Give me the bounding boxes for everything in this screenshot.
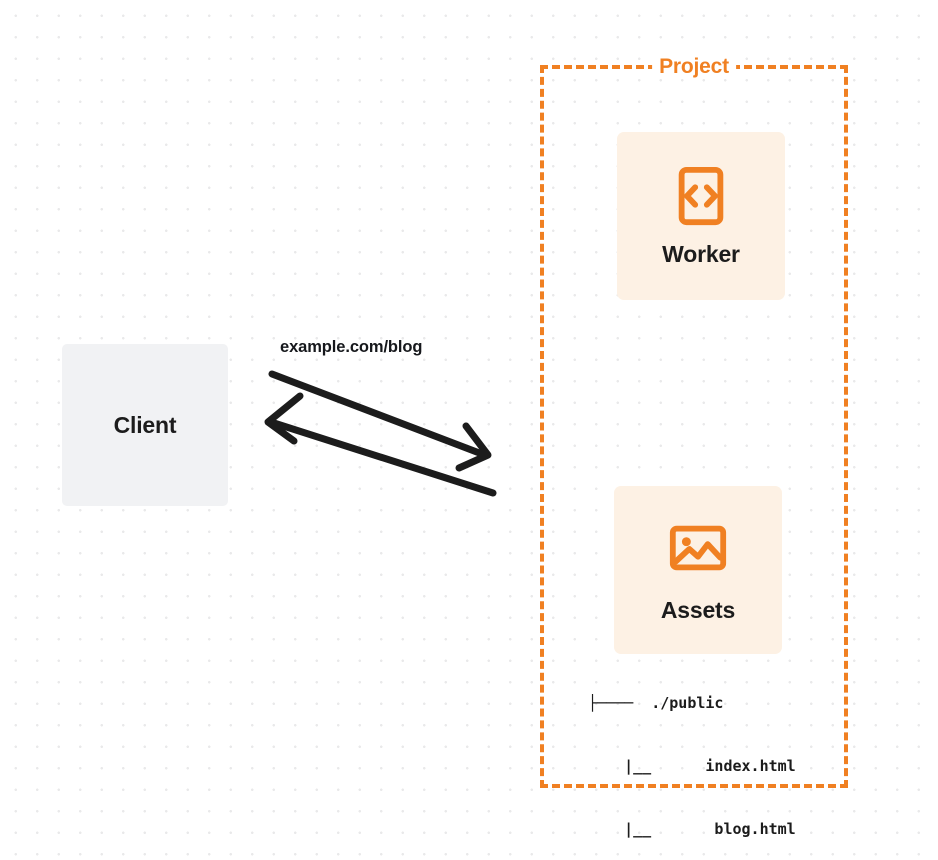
worker-label: Worker xyxy=(662,240,740,267)
assets-label: Assets xyxy=(660,596,736,623)
image-icon xyxy=(669,525,727,570)
connection-url-label: example.com/blog xyxy=(280,338,423,356)
project-title: Project xyxy=(652,55,736,79)
client-node[interactable]: Client xyxy=(62,344,228,506)
assets-node[interactable]: Assets xyxy=(614,486,782,654)
request-arrow xyxy=(268,370,492,472)
project-boundary: Project Worker Assets ├──── ./public |__ xyxy=(540,55,848,838)
file-tree-row: |__ index.html xyxy=(588,757,796,775)
client-label: Client xyxy=(113,411,177,438)
connection-arrows xyxy=(264,370,497,497)
assets-file-tree: ├──── ./public |__ index.html |__ blog.h… xyxy=(588,651,796,860)
response-arrow xyxy=(264,392,497,497)
file-tree-row: |__ blog.html xyxy=(588,820,796,838)
code-brackets-icon xyxy=(678,166,724,225)
worker-node[interactable]: Worker xyxy=(617,132,785,300)
file-tree-row: ├──── ./public xyxy=(588,694,724,712)
